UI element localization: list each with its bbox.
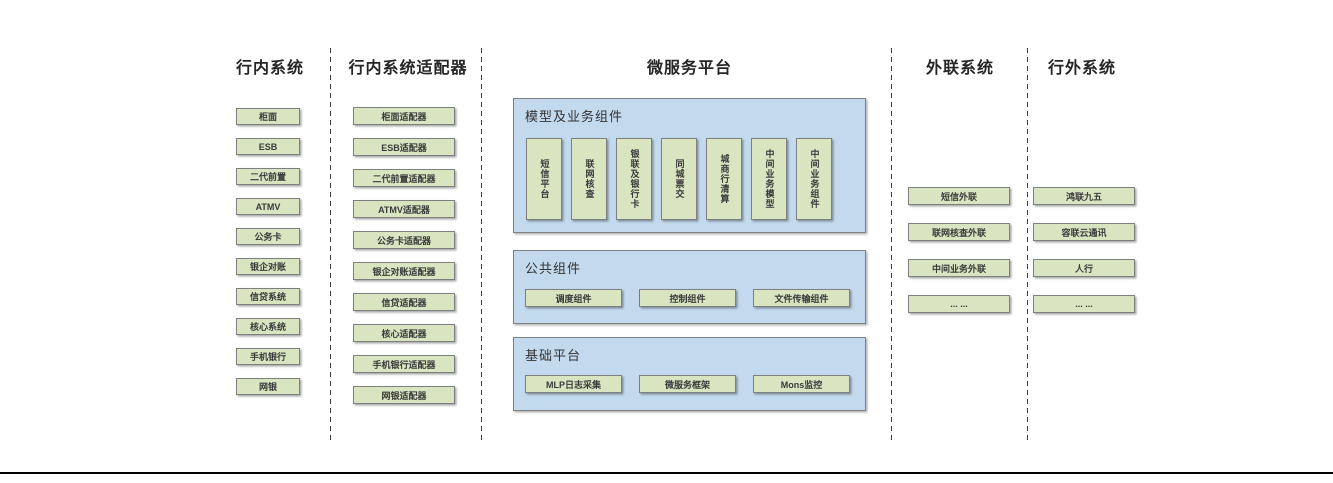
common-component-box: 控制组件: [639, 289, 736, 307]
model-component-box: 联网核查: [571, 138, 607, 220]
adapter-box: 手机银行适配器: [353, 355, 455, 373]
system-box: 公务卡: [236, 228, 300, 245]
column-title-external-link-systems: 外联系统: [925, 60, 994, 77]
common-components-panel: 公共组件 调度组件 控制组件 文件传输组件: [513, 250, 866, 324]
system-box: 网银: [236, 378, 300, 395]
system-box: ATMV: [236, 198, 300, 215]
model-component-box: 中间业务组件: [796, 138, 832, 220]
system-box: ESB: [236, 138, 300, 155]
system-box: 手机银行: [236, 348, 300, 365]
external-link-box: 短信外联: [908, 187, 1010, 205]
column-title-outside-systems: 行外系统: [1047, 60, 1116, 77]
column-title-inbank-systems: 行内系统: [235, 60, 304, 77]
dashed-separator: [1027, 48, 1028, 440]
system-box: 信贷系统: [236, 288, 300, 305]
adapter-box: ATMV适配器: [353, 200, 455, 218]
dashed-separator: [330, 48, 331, 440]
adapter-box: 银企对账适配器: [353, 262, 455, 280]
adapter-box: 公务卡适配器: [353, 231, 455, 249]
external-link-box: 中间业务外联: [908, 259, 1010, 277]
column-title-microservice-platform: 微服务平台: [646, 60, 732, 77]
external-link-box: ... ...: [908, 295, 1010, 313]
outside-system-box: ... ...: [1033, 295, 1135, 313]
adapter-box: 柜面适配器: [353, 107, 455, 125]
base-platform-panel: 基础平台 MLP日志采集 微服务框架 Mons监控: [513, 337, 866, 411]
external-link-systems-list: 短信外联 联网核查外联 中间业务外联 ... ...: [908, 187, 1010, 313]
outside-systems-list: 鸿联九五 容联云通讯 人行 ... ...: [1033, 187, 1135, 313]
adapter-box: 信贷适配器: [353, 293, 455, 311]
base-platform-box: Mons监控: [753, 375, 850, 393]
panel-label: 公共组件: [525, 261, 582, 276]
common-components-row: 调度组件 控制组件 文件传输组件: [525, 289, 850, 307]
base-platform-box: MLP日志采集: [525, 375, 622, 393]
model-component-box: 城商行清算: [706, 138, 742, 220]
adapter-box: 核心适配器: [353, 324, 455, 342]
outside-system-box: 容联云通讯: [1033, 223, 1135, 241]
panel-label: 基础平台: [525, 348, 582, 363]
common-component-box: 文件传输组件: [753, 289, 850, 307]
model-component-box: 同城票交: [661, 138, 697, 220]
model-component-box: 中间业务模型: [751, 138, 787, 220]
system-box: 二代前置: [236, 168, 300, 185]
outside-system-box: 人行: [1033, 259, 1135, 277]
inbank-adapters-list: 柜面适配器 ESB适配器 二代前置适配器 ATMV适配器 公务卡适配器 银企对账…: [353, 107, 455, 404]
system-box: 核心系统: [236, 318, 300, 335]
slide-bottom-border: [0, 472, 1333, 474]
dashed-separator: [481, 48, 482, 440]
model-component-box: 银联及银行卡: [616, 138, 652, 220]
external-link-box: 联网核查外联: [908, 223, 1010, 241]
base-platform-row: MLP日志采集 微服务框架 Mons监控: [525, 375, 850, 393]
model-component-box: 短信平台: [526, 138, 562, 220]
model-components-row: 短信平台 联网核查 银联及银行卡 同城票交 城商行清算 中间业务模型 中间业务组…: [526, 138, 832, 220]
adapter-box: 二代前置适配器: [353, 169, 455, 187]
adapter-box: 网银适配器: [353, 386, 455, 404]
system-box: 银企对账: [236, 258, 300, 275]
system-box: 柜面: [236, 108, 300, 125]
common-component-box: 调度组件: [525, 289, 622, 307]
dashed-separator: [891, 48, 892, 440]
outside-system-box: 鸿联九五: [1033, 187, 1135, 205]
panel-label: 模型及业务组件: [525, 109, 624, 124]
inbank-systems-list: 柜面 ESB 二代前置 ATMV 公务卡 银企对账 信贷系统 核心系统 手机银行…: [236, 108, 300, 395]
adapter-box: ESB适配器: [353, 138, 455, 156]
base-platform-box: 微服务框架: [639, 375, 736, 393]
model-business-components-panel: 模型及业务组件 短信平台 联网核查 银联及银行卡 同城票交 城商行清算 中间业务…: [513, 98, 866, 233]
column-title-inbank-adapters: 行内系统适配器: [348, 60, 468, 77]
